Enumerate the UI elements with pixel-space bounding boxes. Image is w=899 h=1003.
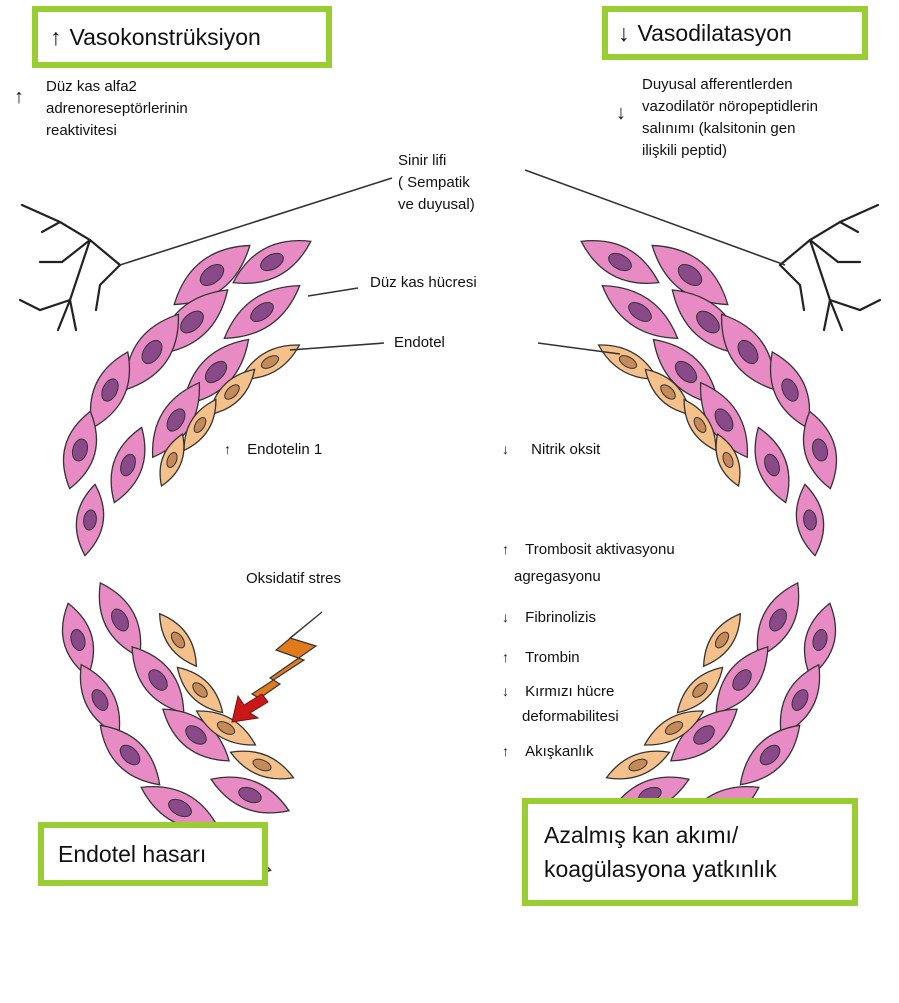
up-arrow-icon: ↑	[502, 743, 509, 759]
left-note-line: adrenoreseptörlerinin	[46, 98, 188, 120]
nerve-fiber-line: ( Sempatik	[398, 172, 475, 194]
smooth-muscle-cell	[730, 715, 811, 796]
smooth-muscle-cell	[54, 600, 101, 681]
smooth-muscle-cell	[769, 658, 832, 742]
platelet-label: Trombosit aktivasyonu	[525, 541, 675, 558]
smooth-muscle-cell	[216, 273, 309, 351]
right-note-line: vazodilatör nöropeptidlerin	[642, 96, 818, 118]
left-note-line: reaktivitesi	[46, 120, 188, 142]
red-arrow-icon	[232, 694, 268, 722]
endothelin-item: ↑ Endotelin 1	[224, 438, 322, 461]
right-note-line: salınımı (kalsitonin gen	[642, 118, 818, 140]
nitric-oxide-label: Nitrik oksit	[531, 441, 600, 458]
smooth-muscle-cell	[594, 273, 687, 351]
nerve-fiber-line: Sinir lifi	[398, 150, 475, 172]
left-note-line: Düz kas alfa2	[46, 76, 188, 98]
up-arrow-icon: ↑	[224, 441, 231, 457]
smooth-muscle-cell	[90, 715, 171, 796]
vasoconstriction-box: ↑ Vasokonstrüksiyon	[32, 6, 332, 68]
viscosity-item: ↑ Akışkanlık	[502, 740, 594, 763]
platelet-label-2: agregasyonu	[514, 566, 601, 588]
reduced-flow-title-line2: koagülasyona yatkınlık	[544, 852, 777, 886]
up-arrow-icon: ↑	[502, 541, 509, 557]
nerve-fiber-left	[20, 205, 120, 330]
rbc-item: ↓ Kırmızı hücre deformabilitesi	[502, 680, 614, 703]
nitric-oxide-item: ↓ Nitrik oksit	[502, 438, 600, 461]
down-arrow-icon: ↓	[502, 683, 509, 699]
down-arrow-icon: ↓	[618, 20, 630, 47]
viscosity-label: Akışkanlık	[525, 743, 593, 760]
smooth-muscle-cell	[574, 228, 666, 296]
endothelial-damage-box: Endotel hasarı	[38, 822, 268, 886]
down-arrow-icon: ↓	[502, 609, 509, 625]
vasodilation-title: Vasodilatasyon	[638, 20, 792, 47]
reduced-flow-box: Azalmış kan akımı/ koagülasyona yatkınlı…	[522, 798, 858, 906]
right-note-line: ilişkili peptid)	[642, 140, 818, 162]
smooth-muscle-label: Düz kas hücresi	[370, 272, 477, 294]
thrombin-label: Trombin	[525, 649, 579, 666]
platelet-item: ↑ Trombosit aktivasyonu agregasyonu	[502, 538, 675, 561]
rbc-label-2: deformabilitesi	[522, 706, 619, 728]
endothelium-pointer-left	[290, 343, 384, 350]
nerve-pointer-left	[120, 178, 392, 265]
smooth-muscle-cell	[745, 423, 799, 508]
smooth-muscle-cell	[72, 482, 108, 557]
nerve-fiber-right	[780, 205, 880, 330]
nerve-fiber-label: Sinir lifi ( Sempatik ve duyusal)	[398, 150, 475, 216]
fibrinolysis-item: ↓ Fibrinolizis	[502, 606, 596, 629]
right-note-line: Duyusal afferentlerden	[642, 74, 818, 96]
smooth-muscle-cell	[796, 600, 843, 681]
up-arrow-icon: ↑	[502, 649, 509, 665]
smooth-muscle-pointer	[308, 288, 358, 296]
smooth-muscle-cell	[69, 658, 132, 742]
vasodilation-box: ↓ Vasodilatasyon	[602, 6, 868, 60]
smooth-muscle-cell	[101, 423, 155, 508]
down-arrow-icon: ↓	[502, 441, 509, 457]
nerve-fiber-line: ve duyusal)	[398, 194, 475, 216]
endothelium-label: Endotel	[394, 332, 445, 354]
endothelin-label: Endotelin 1	[247, 441, 322, 458]
smooth-muscle-cell	[792, 482, 828, 557]
smooth-muscle-cell	[745, 576, 811, 664]
thrombin-item: ↑ Trombin	[502, 646, 580, 669]
up-arrow-icon: ↑	[50, 24, 62, 51]
reduced-flow-title-line1: Azalmış kan akımı/	[544, 818, 738, 852]
fibrinolysis-label: Fibrinolizis	[525, 609, 596, 626]
up-arrow-icon: ↑	[14, 86, 24, 108]
vasoconstriction-title: Vasokonstrüksiyon	[70, 24, 261, 51]
lightning-bolt-icon	[234, 612, 322, 716]
endothelial-damage-title: Endotel hasarı	[58, 841, 206, 868]
rbc-label: Kırmızı hücre	[525, 683, 614, 700]
down-arrow-icon: ↓	[616, 102, 626, 124]
oxidative-stress-label: Oksidatif stres	[246, 568, 341, 590]
